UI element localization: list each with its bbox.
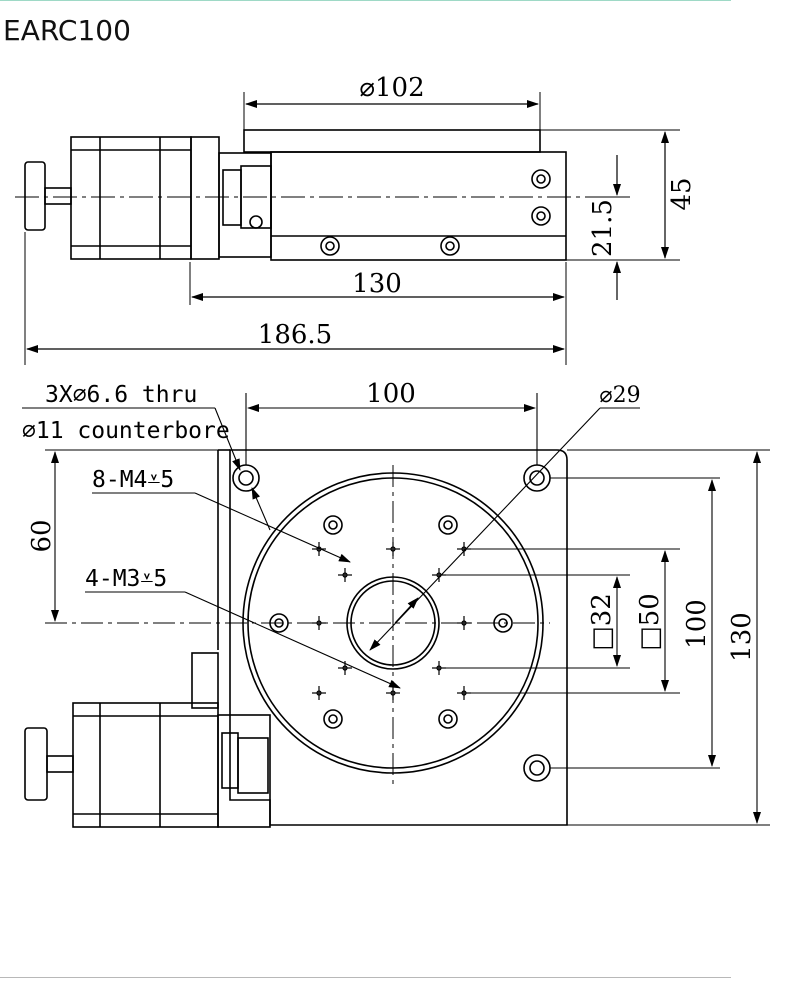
top-view-centerlines — [45, 465, 550, 785]
dim-diameter-102: ⌀102 — [359, 73, 424, 103]
dim-length-186-5: 186.5 — [258, 320, 332, 350]
top-rule — [0, 0, 731, 1]
top-view-dim-lines — [22, 393, 770, 826]
dim-length-130: 130 — [352, 269, 402, 299]
stage-body — [270, 151, 567, 261]
note-thread-4: 4-M3⩡5 — [85, 566, 167, 592]
note-holes-line1: 3X⌀6.6 thru — [45, 382, 197, 408]
dim-height-21-5: 21.5 — [588, 199, 618, 257]
top-view-labels: 3X⌀6.6 thru ⌀11 counterbore 8-M4⩡5 4-M3⩡… — [22, 379, 757, 662]
thread-hole-marks — [312, 542, 471, 700]
dim-overall-130: 130 — [727, 612, 757, 662]
knob-icon — [24, 161, 46, 231]
top-view — [24, 449, 568, 828]
dim-square-50: □50 — [635, 593, 665, 651]
note-holes-line2: ⌀11 counterbore — [22, 418, 230, 444]
side-view-dim-labels: ⌀102 45 21.5 130 186.5 — [258, 73, 697, 350]
dim-hole-spacing-100: 100 — [366, 379, 416, 409]
motor-body-2 — [72, 702, 219, 828]
knob-icon-2 — [24, 727, 48, 801]
base-plate — [229, 449, 568, 826]
bottom-rule — [0, 977, 731, 978]
dim-square-32: □32 — [587, 593, 617, 651]
motor-body — [70, 136, 192, 260]
model-title: EARC100 — [3, 14, 131, 47]
note-thread-8: 8-M4⩡5 — [92, 467, 174, 493]
dim-offset-60: 60 — [27, 519, 57, 552]
side-view — [15, 92, 680, 365]
stage-top-plate — [243, 129, 541, 153]
dim-hole-spacing-v-100: 100 — [682, 599, 712, 649]
dim-height-45: 45 — [667, 177, 697, 210]
dim-center-hole-29: ⌀29 — [599, 383, 640, 408]
